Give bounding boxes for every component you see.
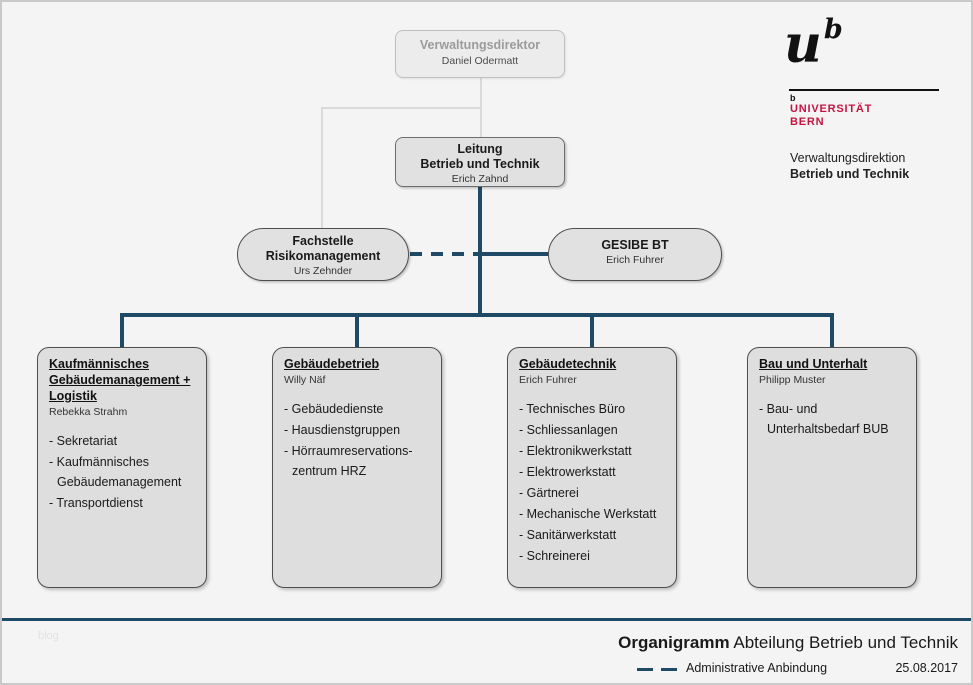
connector-drop-dept-4	[830, 313, 834, 348]
connector-dashed-fachstelle	[410, 252, 478, 256]
connector-drop-dept-1	[120, 313, 124, 348]
department-box: Kaufmännisches Gebäudemanagement + Logis…	[37, 347, 207, 588]
department-item: Mechanische Werkstatt	[519, 504, 665, 524]
node-title: GESIBE BT	[601, 238, 669, 252]
department-item: Bau- und Unterhaltsbedarf BUB	[759, 399, 905, 439]
department-item: Elektronikwerkstatt	[519, 441, 665, 461]
connector-drop-dept-2	[355, 313, 359, 348]
department-item: Sekretariat	[49, 431, 195, 451]
node-verwaltungsdirektor: Verwaltungsdirektor Daniel Odermatt	[395, 30, 565, 78]
department-item: Elektrowerkstatt	[519, 462, 665, 482]
node-person-name: Erich Fuhrer	[606, 254, 664, 266]
footer-date: 25.08.2017	[895, 661, 958, 675]
department-head-name: Rebekka Strahm	[49, 406, 128, 418]
node-person-name: Urs Zehnder	[293, 265, 353, 277]
legend-dashed-line-sample	[637, 668, 677, 671]
legend-label: Administrative Anbindung	[686, 661, 828, 675]
department-item: Schliessanlagen	[519, 420, 665, 440]
connector-director-to-fachstelle	[321, 107, 323, 228]
footer-divider-line	[0, 618, 973, 621]
logo-b-superscript: b	[823, 14, 843, 45]
node-fachstelle-risikomanagement: Fachstelle Risikomanagement Urs Zehnder	[237, 228, 409, 281]
department-item: Hausdienstgruppen	[284, 420, 430, 440]
footer-title-bold: Organigramm	[618, 633, 730, 652]
node-title: Fachstelle Risikomanagement	[265, 234, 381, 263]
department-title: Gebäudetechnik	[519, 357, 617, 371]
department-item: Transportdienst	[49, 493, 195, 513]
connector-trunk-vertical	[478, 186, 482, 315]
node-person-name: Erich Zahnd	[451, 173, 509, 185]
department-head-name: Erich Fuhrer	[519, 374, 577, 386]
department-item: Schreinerei	[519, 546, 665, 566]
department-item: Technisches Büro	[519, 399, 665, 419]
connector-branch-horizontal	[120, 313, 834, 317]
department-head-name: Philipp Muster	[759, 374, 826, 386]
department-item: Kaufmännisches Gebäudemanagement	[49, 452, 195, 492]
department-item: Gärtnerei	[519, 483, 665, 503]
department-item: Gebäudedienste	[284, 399, 430, 419]
node-title: Verwaltungsdirektor	[419, 38, 541, 52]
department-item: Hörraumreservations- zentrum HRZ	[284, 441, 430, 481]
department-item: Sanitärwerkstatt	[519, 525, 665, 545]
connector-director-branch-horizontal	[321, 107, 481, 109]
logo-u-glyph: u	[784, 14, 822, 75]
university-bern-logo: ub	[784, 14, 843, 75]
connector-drop-dept-3	[590, 313, 594, 348]
department-title: Bau und Unterhalt	[759, 357, 868, 371]
connector-director-to-leitung	[480, 78, 482, 138]
department-head-name: Willy Näf	[284, 374, 326, 386]
footer-title: Organigramm Abteilung Betrieb und Techni…	[618, 633, 958, 653]
watermark: blog	[38, 630, 59, 642]
department-title: Gebäudebetrieb	[284, 357, 380, 371]
logo-org-unit-line2: Betrieb und Technik	[790, 167, 910, 181]
logo-university-text: UNIVERSITÄT	[790, 103, 873, 115]
node-gesibe-bt: GESIBE BT Erich Fuhrer	[548, 228, 722, 281]
logo-divider-line	[789, 89, 939, 91]
logo-small-b: b	[790, 93, 796, 103]
node-title: Leitung Betrieb und Technik	[420, 142, 540, 171]
connector-solid-gesibe	[482, 252, 548, 256]
logo-org-unit-line1: Verwaltungsdirektion	[790, 151, 906, 165]
node-leitung-betrieb-und-technik: Leitung Betrieb und Technik Erich Zahnd	[395, 137, 565, 187]
footer-title-rest: Abteilung Betrieb und Technik	[729, 633, 958, 652]
node-person-name: Daniel Odermatt	[441, 55, 519, 67]
logo-bern-text: BERN	[790, 116, 825, 128]
department-title: Kaufmännisches Gebäudemanagement + Logis…	[49, 357, 191, 403]
